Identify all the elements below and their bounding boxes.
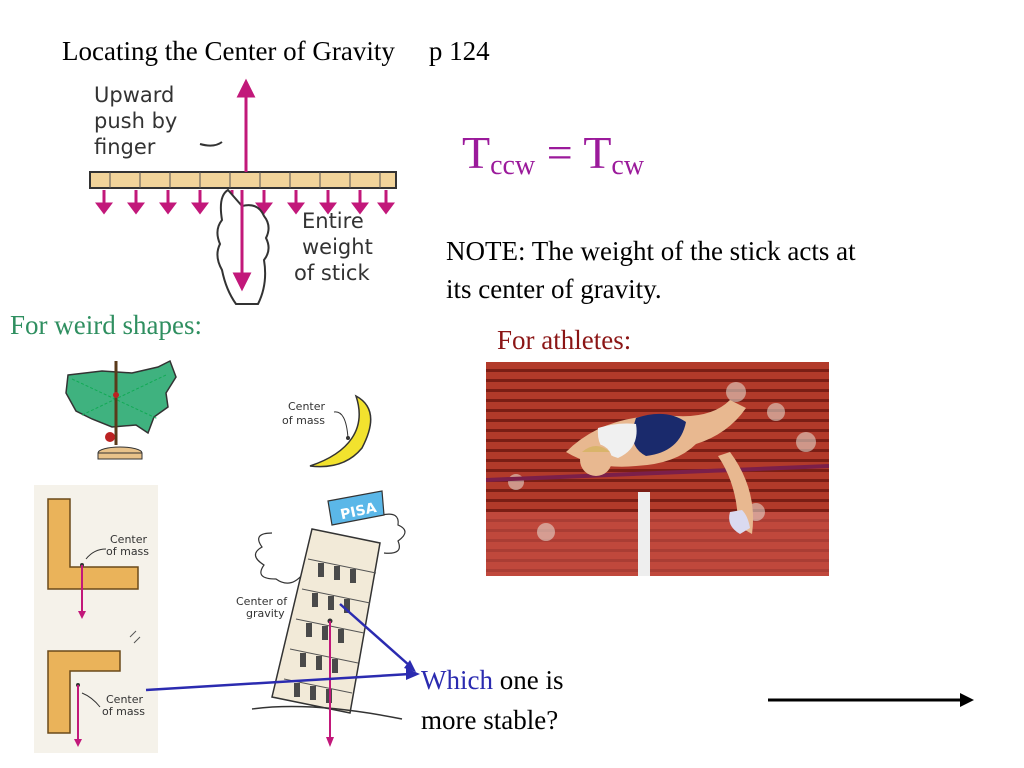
boomerang-label-1: Center xyxy=(288,400,326,413)
page-reference: p 124 xyxy=(428,36,490,66)
upward-label-1: Upward xyxy=(94,83,174,107)
tower-label-1: Center of xyxy=(236,595,288,608)
weight-label-3: of stick xyxy=(294,261,370,285)
boomerang-label-2: of mass xyxy=(282,414,325,427)
tower-sign-text: PISA xyxy=(339,500,378,523)
weight-label-2: weight xyxy=(302,235,373,259)
question-rest: one is more stable? xyxy=(421,665,564,735)
leaning-tower-figure: PISA Center of gravity xyxy=(236,490,406,747)
upward-label-2: push by xyxy=(94,109,177,133)
boomerang-figure: Center of mass xyxy=(282,394,372,468)
l-shapes-figure: Center of mass Center of mass xyxy=(34,485,158,753)
upward-label-3: finger xyxy=(94,135,156,159)
high-jump-photo xyxy=(486,362,829,576)
us-map-figure xyxy=(65,359,177,460)
l-bottom-label-1: Center xyxy=(106,693,144,706)
tower-label-2: gravity xyxy=(246,607,285,620)
l-top-label-2: of mass xyxy=(106,545,149,558)
formula-t1: T xyxy=(462,127,491,178)
stability-question: Which one is more stable? xyxy=(421,660,621,740)
formula-sub-cw: cw xyxy=(611,150,645,181)
weight-arrows xyxy=(95,190,395,215)
title-text: Locating the Center of Gravity xyxy=(62,36,395,66)
formula-t2: T xyxy=(583,127,612,178)
question-highlight: Which xyxy=(421,665,493,695)
weight-label-1: Entire xyxy=(302,209,364,233)
formula-equals: = xyxy=(535,127,584,178)
stick-balance-figure: Upward push by finger Entire weight of s… xyxy=(89,78,397,305)
note-text: NOTE: The weight of the stick acts at it… xyxy=(446,236,856,304)
l-bottom-label-2: of mass xyxy=(102,705,145,718)
weird-shapes-label: For weird shapes: xyxy=(10,310,202,340)
right-arrow-icon xyxy=(960,693,974,707)
l-top-label-1: Center xyxy=(110,533,148,546)
slide-title: Locating the Center of Gravity p 124 xyxy=(62,36,490,67)
center-force-arrows xyxy=(232,78,256,292)
athletes-label: For athletes: xyxy=(497,325,632,355)
torque-formula: Tccw = Tcw xyxy=(462,126,644,182)
formula-sub-ccw: ccw xyxy=(490,150,536,181)
